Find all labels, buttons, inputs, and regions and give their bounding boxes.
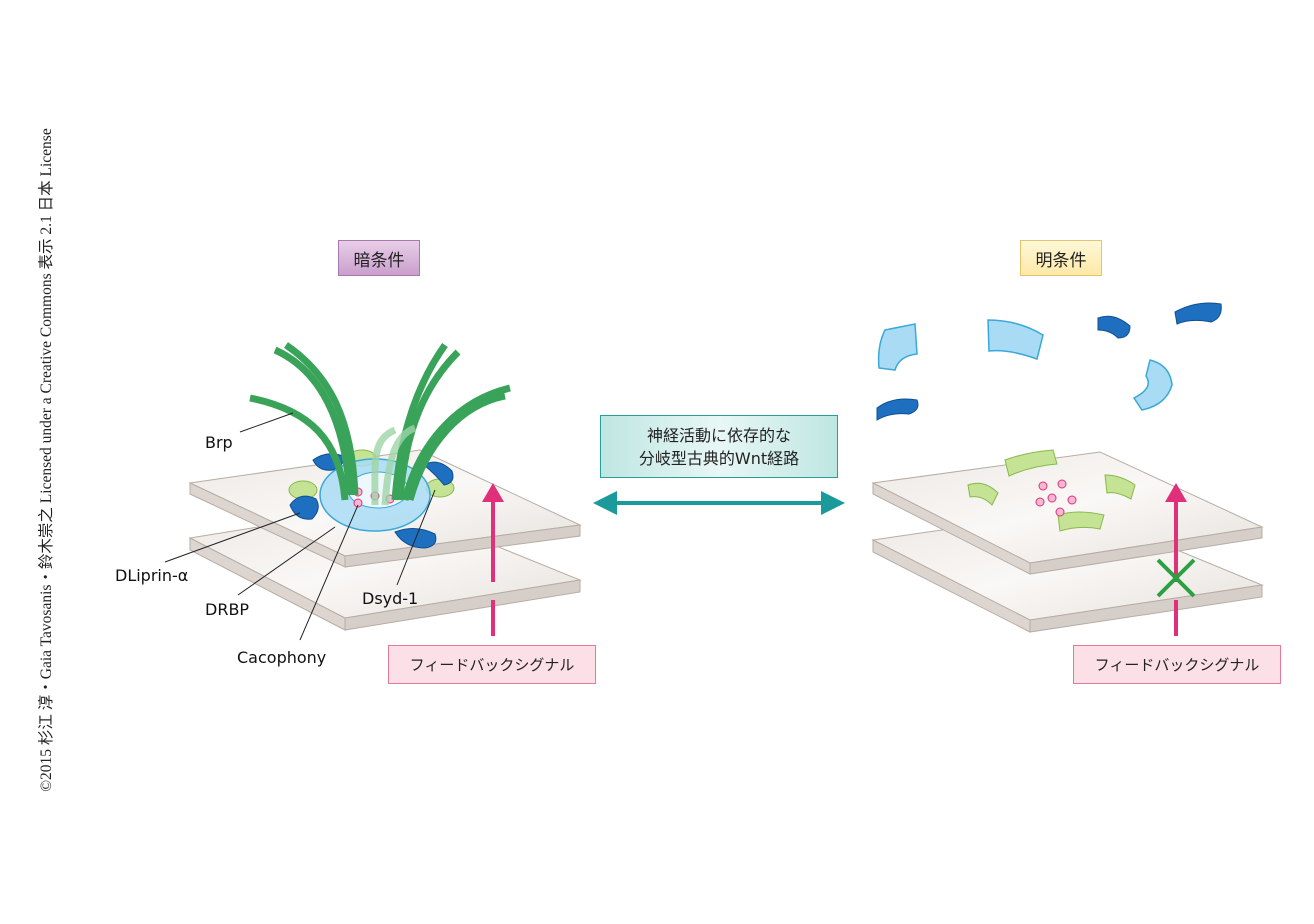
dsyd1-fragments — [967, 449, 1136, 532]
dliprin-fragments — [876, 302, 1222, 421]
pathway-line-2: 分岐型古典的Wnt経路 — [638, 448, 800, 468]
blocked-cross-icon — [1156, 558, 1196, 598]
feedback-signal-label-right: フィードバックシグナル — [1073, 645, 1281, 684]
wnt-pathway-label: 神経活動に依存的な 分岐型古典的Wnt経路 — [600, 415, 838, 478]
dark-condition-label: 暗条件 — [338, 240, 420, 276]
label-dsyd1: Dsyd-1 — [362, 589, 419, 608]
label-brp: Brp — [205, 433, 233, 452]
copyright-notice: ©2015 杉江 淳・Gaia Tavosanis・鈴木崇之 Licensed … — [38, 128, 55, 792]
brp-filaments — [249, 342, 511, 506]
active-zone-dispersed — [876, 302, 1222, 532]
dispersed-vesicles — [1035, 479, 1077, 517]
feedback-signal-label-left: フィードバックシグナル — [388, 645, 596, 684]
pathway-line-1: 神経活動に依存的な — [646, 425, 791, 445]
label-dliprin: DLiprin-α — [115, 566, 189, 585]
label-cacophony: Cacophony — [237, 648, 327, 667]
leader-lines — [164, 412, 436, 641]
feedback-arrow-right — [1165, 483, 1187, 636]
light-condition-label: 明条件 — [1020, 240, 1102, 276]
label-drbp: DRBP — [205, 600, 250, 619]
feedback-arrow-left — [482, 483, 504, 636]
right-membrane-upper — [871, 451, 1264, 575]
cacophony-fragments — [877, 319, 1173, 411]
